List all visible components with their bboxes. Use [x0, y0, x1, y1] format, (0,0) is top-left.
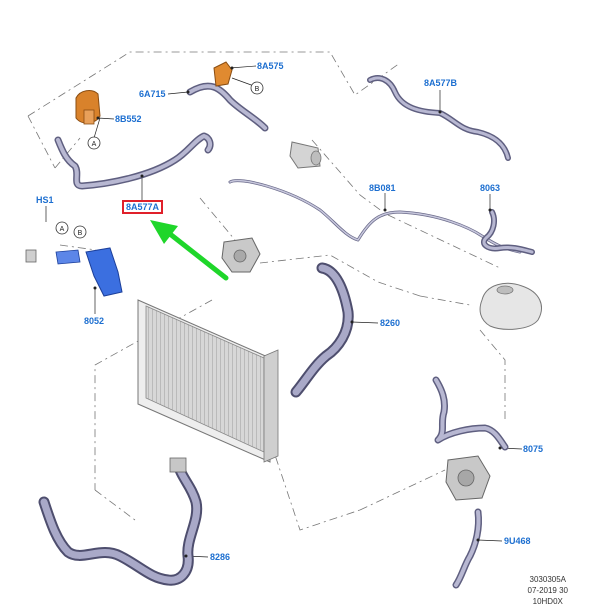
label-8052: 8052	[84, 316, 105, 326]
label-8260: 8260	[380, 318, 401, 328]
label-hs1: HS1	[36, 195, 54, 205]
label-8a575: 8A575	[257, 61, 284, 71]
label-8286: 8286	[210, 552, 231, 562]
callout-b-left-text: B	[78, 230, 83, 237]
callout-a-left	[55, 221, 69, 235]
expansion-tank	[479, 282, 542, 330]
drawing-code-line-3: 10HD0X	[532, 597, 563, 606]
callout-circles	[55, 81, 264, 239]
dash-lines	[27, 51, 506, 531]
callout-a-top	[87, 136, 101, 150]
label-8b552: 8B552	[115, 114, 142, 124]
label-8063: 8063	[480, 183, 501, 193]
callout-a-left-text: A	[60, 226, 65, 233]
label-8a577b: 8A577B	[424, 78, 458, 88]
orange-fittings	[75, 61, 233, 125]
drawing-code-line-2: 07-2019 30	[527, 586, 568, 595]
leader-dots	[93, 66, 502, 558]
label-8a577a-highlighted: 8A577A	[122, 200, 164, 214]
radiator	[137, 299, 279, 463]
valve-component	[289, 141, 322, 169]
hose-8286	[38, 464, 203, 586]
hoses	[38, 75, 535, 589]
callout-b-left	[73, 225, 87, 239]
callout-a-top-text: A	[92, 141, 97, 148]
leader-lines	[45, 65, 523, 558]
label-9u468: 9U468	[504, 536, 531, 546]
label-8075: 8075	[523, 444, 544, 454]
green-arrow	[150, 220, 229, 281]
thermostat-housing	[221, 237, 261, 273]
coolant-pump	[445, 455, 491, 501]
callout-b-top	[250, 81, 264, 95]
hose-8a577b	[367, 75, 511, 161]
fitting-8286	[169, 457, 187, 473]
drawing-code-line-1: 3030305A	[529, 575, 566, 584]
callout-b-top-text: B	[255, 86, 260, 93]
drawing-code: 3030305A 07-2019 30 10HD0X	[528, 574, 568, 607]
label-6a715: 6A715	[139, 89, 166, 99]
label-8b081: 8B081	[369, 183, 396, 193]
bracket-8052	[25, 247, 123, 297]
